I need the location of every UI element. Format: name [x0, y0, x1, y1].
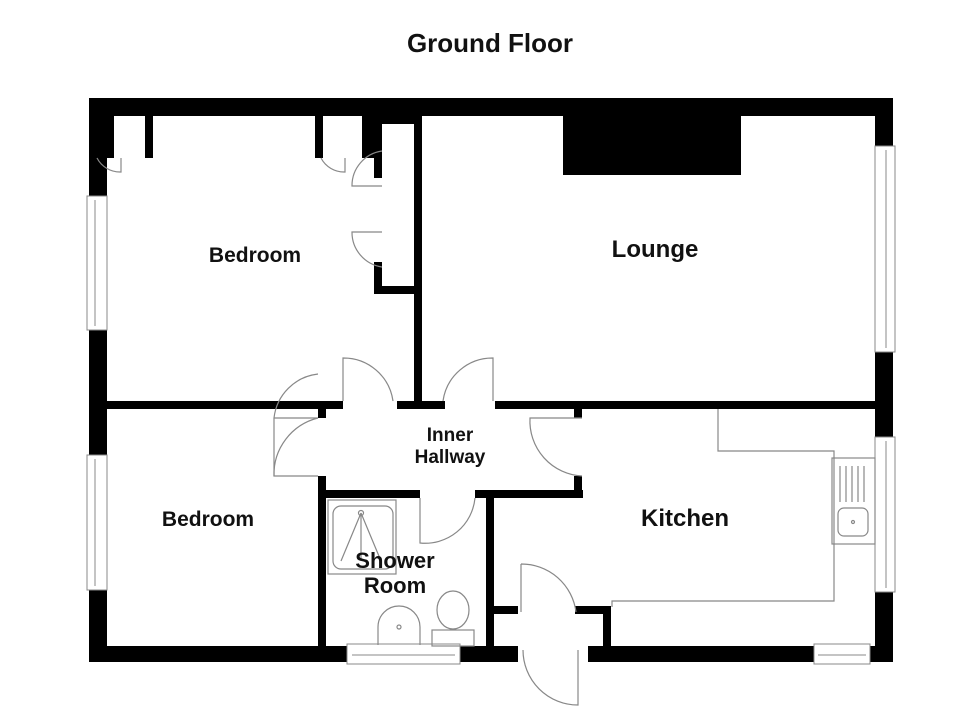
windows	[86, 145, 896, 665]
chimney-breast	[563, 116, 741, 175]
room-label-bedroom-2: Bedroom	[161, 508, 255, 531]
room-label-lounge: Lounge	[611, 236, 699, 263]
interior-walls	[107, 116, 875, 646]
shower-line1: Shower	[355, 548, 435, 573]
shower-line2: Room	[363, 573, 427, 599]
room-label-bedroom: Bedroom	[208, 244, 302, 267]
floor-title: Ground Floor	[406, 28, 574, 58]
hallway-line1: Inner	[426, 425, 474, 446]
room-label-shower-room: Shower Room	[345, 548, 445, 599]
hallway-line2: Hallway	[414, 446, 486, 468]
shower-fixtures	[327, 499, 475, 647]
outer-walls	[89, 98, 893, 662]
room-label-inner-hallway: Inner Hallway	[395, 425, 505, 469]
room-label-kitchen: Kitchen	[640, 505, 729, 532]
door-swings	[96, 150, 583, 706]
kitchen-fixtures	[611, 409, 876, 607]
